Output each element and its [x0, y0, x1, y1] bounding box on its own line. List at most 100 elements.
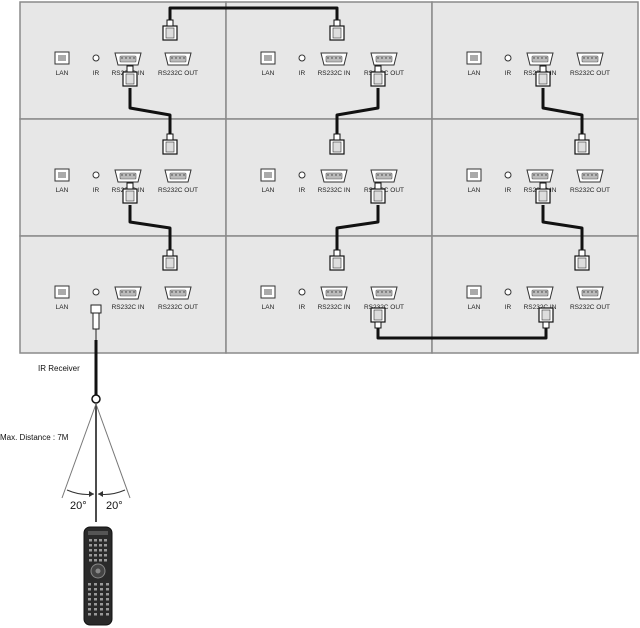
rs232c-out-port-icon — [164, 169, 192, 183]
lan-port-icon — [54, 168, 70, 182]
cable-plug — [370, 182, 386, 204]
cable-r2c2-to-r3c2 — [335, 205, 380, 256]
ir-reception-cone — [61, 403, 131, 522]
cable-r1c3-to-r2c3 — [541, 88, 584, 140]
ir-port-icon — [504, 288, 512, 296]
rs232c-out-label: RS232C OUT — [570, 70, 610, 77]
lan-port-icon — [466, 168, 482, 182]
cable-plug — [162, 249, 178, 271]
lan-label: LAN — [262, 304, 275, 311]
rs232c-out-port-icon — [576, 52, 604, 66]
ir-receiver-cable — [90, 304, 102, 404]
rs232c-out-port-icon — [370, 52, 398, 66]
remote-control — [83, 526, 113, 626]
cable-plug — [574, 133, 590, 155]
rs232c-in-port-icon — [526, 286, 554, 300]
rs232c-out-label: RS232C OUT — [158, 304, 198, 311]
right-angle-label: 20° — [106, 500, 123, 512]
cable-r2c3-to-r3c3 — [541, 205, 584, 256]
rs232c-out-port-icon — [370, 286, 398, 300]
ir-receiver-label: IR Receiver — [38, 364, 80, 373]
rs232c-out-label: RS232C OUT — [570, 187, 610, 194]
rs232c-in-port-icon — [114, 169, 142, 183]
ir-port-icon — [92, 288, 100, 296]
lan-port-icon — [54, 285, 70, 299]
cable-plug — [370, 65, 386, 87]
rs232c-in-label: RS232C IN — [112, 304, 145, 311]
lan-label: LAN — [262, 70, 275, 77]
cable-plug — [535, 65, 551, 87]
lan-label: LAN — [56, 304, 69, 311]
ir-port-icon — [504, 54, 512, 62]
lan-label: LAN — [468, 70, 481, 77]
lan-port-icon — [54, 51, 70, 65]
rs232c-out-port-icon — [164, 52, 192, 66]
ir-label: IR — [299, 70, 306, 77]
cable-plug — [329, 249, 345, 271]
ir-label: IR — [93, 187, 100, 194]
ir-label: IR — [299, 187, 306, 194]
lan-label: LAN — [262, 187, 275, 194]
ir-label: IR — [505, 304, 512, 311]
cable-plug — [122, 182, 138, 204]
cable-plug — [538, 307, 554, 329]
ir-label: IR — [299, 304, 306, 311]
cable-plug — [535, 182, 551, 204]
ir-port-icon — [298, 288, 306, 296]
ir-port-icon — [504, 171, 512, 179]
rs232c-in-port-icon — [320, 286, 348, 300]
rs232c-out-port-icon — [370, 169, 398, 183]
cable-plug — [329, 133, 345, 155]
rs232c-out-label: RS232C OUT — [158, 187, 198, 194]
cable-bottom-link — [376, 322, 548, 340]
cable-connectors — [122, 19, 590, 329]
ir-label: IR — [505, 70, 512, 77]
ir-port-icon — [298, 171, 306, 179]
rs232c-cables — [128, 6, 584, 340]
lan-port-icon — [260, 285, 276, 299]
rs232c-in-port-icon — [526, 52, 554, 66]
ir-port-icon — [92, 171, 100, 179]
left-angle-label: 20° — [70, 500, 87, 512]
cable-plug — [370, 307, 386, 329]
lan-label: LAN — [56, 187, 69, 194]
ir-port-icon — [92, 54, 100, 62]
lan-label: LAN — [468, 187, 481, 194]
rs232c-out-port-icon — [576, 286, 604, 300]
ir-label: IR — [93, 70, 100, 77]
ir-label: IR — [505, 187, 512, 194]
cable-top-link — [168, 6, 339, 26]
cable-r1c2-to-r2c2 — [335, 88, 380, 140]
cable-plug — [162, 19, 178, 41]
rs232c-in-port-icon — [320, 169, 348, 183]
rs232c-in-port-icon — [114, 286, 142, 300]
cable-plug — [122, 65, 138, 87]
rs232c-in-label: RS232C IN — [318, 187, 351, 194]
video-wall-panels: LAN IR RS232C IN RS232C OUT LAN IR RS232C IN RS… — [19, 1, 639, 354]
rs232c-in-port-icon — [526, 169, 554, 183]
lan-port-icon — [260, 168, 276, 182]
ir-port-icon — [298, 54, 306, 62]
rs232c-in-label: RS232C IN — [318, 70, 351, 77]
lan-port-icon — [466, 51, 482, 65]
lan-port-icon — [466, 285, 482, 299]
rs232c-out-port-icon — [164, 286, 192, 300]
rs232c-in-label: RS232C IN — [318, 304, 351, 311]
rs232c-in-port-icon — [114, 52, 142, 66]
lan-label: LAN — [468, 304, 481, 311]
rs232c-out-label: RS232C OUT — [570, 304, 610, 311]
cable-r2c1-to-r3c1 — [128, 205, 172, 256]
lan-label: LAN — [56, 70, 69, 77]
lan-port-icon — [260, 51, 276, 65]
cable-plug — [162, 133, 178, 155]
